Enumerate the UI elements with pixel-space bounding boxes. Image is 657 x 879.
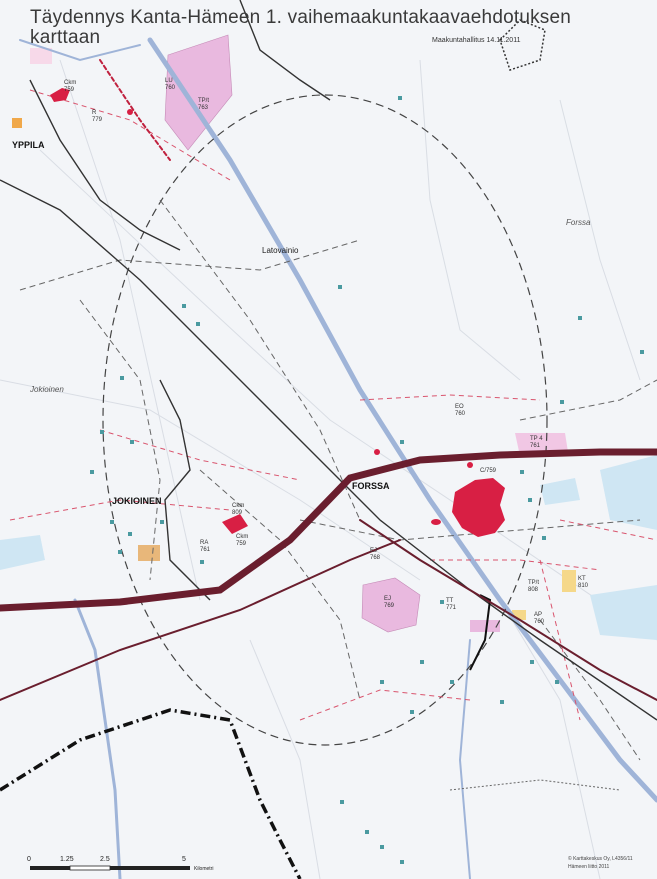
dashed-boundaries — [19, 199, 657, 761]
pink-area-north — [164, 34, 233, 151]
river-main — [147, 37, 657, 803]
highways — [0, 59, 657, 701]
boundary-diagonal — [0, 179, 657, 721]
municipal-border — [0, 708, 302, 879]
credit-line-1: © Karttakeskus Oy, L4356/11 — [568, 856, 633, 862]
credit-line-2: Hämeen liitto 2011 — [568, 864, 610, 870]
code-ej: EJ 768 — [370, 548, 381, 561]
red-dashed-routes — [9, 89, 657, 721]
urban-ypaja — [50, 88, 70, 102]
title-line-1: Täydennys Kanta-Hämeen 1. vaihemaakuntak… — [30, 7, 572, 28]
urban-dot-1 — [467, 462, 473, 468]
highway-secondary — [0, 539, 401, 701]
place-label-jokioinen: JOKIOINEN — [112, 496, 162, 506]
lake-west — [0, 535, 45, 570]
urban-dot-2 — [374, 449, 380, 455]
orange-area-jokioinen — [138, 545, 160, 561]
urban-areas — [50, 88, 505, 537]
code-ra: RA 761 — [200, 540, 211, 553]
urban-dot-4 — [431, 519, 441, 525]
code-ap: AP 760 — [534, 612, 545, 625]
code-ckm-mid: Ckm 809 — [232, 503, 245, 516]
scale-bar — [30, 865, 190, 871]
place-label-latovainio: Latovainio — [262, 246, 299, 255]
code-tp4: TP 4 761 — [530, 436, 543, 449]
urban-forssa — [452, 478, 505, 537]
pink-area-ej — [361, 577, 421, 633]
urban-dot-3 — [127, 109, 133, 115]
highway-main — [0, 448, 657, 612]
river-nw — [19, 39, 141, 62]
code-tpt-south: TP/t 808 — [528, 580, 540, 593]
code-r-north: R 779 — [92, 110, 103, 123]
lake-se — [590, 585, 657, 640]
yellow-area-kt — [562, 570, 576, 592]
site-markers — [90, 96, 644, 864]
urban-jokioinen — [222, 514, 248, 534]
code-ej-2: EJ 769 — [384, 596, 395, 609]
code-eo: EO 760 — [455, 404, 466, 417]
map-subtitle: Maakuntahallitus 14.11.2011 — [432, 37, 521, 44]
code-lu: LU 760 — [165, 78, 176, 91]
code-ckm-low: Ckm 759 — [236, 534, 249, 547]
lake-east — [600, 455, 657, 530]
river-jokioinen — [73, 598, 122, 879]
place-label-forssa-area: Forssa — [566, 218, 591, 227]
place-label-yppila: YPPILA — [12, 140, 45, 150]
scale-label-1: 1.25 — [60, 856, 74, 863]
highway-south-east — [359, 519, 657, 701]
minor-roads — [0, 59, 657, 879]
railway-nw — [99, 59, 171, 161]
yellow-area-ap — [512, 610, 526, 620]
rivers — [19, 37, 657, 879]
pink-areas — [12, 34, 576, 633]
code-tt: TT 771 — [446, 598, 457, 611]
scale-unit: Kilometri — [194, 866, 214, 872]
planning-circle — [102, 94, 548, 746]
scale-label-3: 5 — [182, 856, 186, 863]
code-kt: KT 810 — [578, 576, 589, 589]
boundaries — [0, 0, 657, 721]
boundary-jokioinen — [159, 379, 211, 601]
place-label-forssa: FORSSA — [352, 481, 390, 491]
title-line-2: karttaan — [30, 27, 101, 48]
scale-label-0: 0 — [27, 856, 31, 863]
water-bodies — [0, 455, 657, 640]
code-ckm-north: Ckm 759 — [64, 80, 77, 93]
code-c: C/759 — [480, 468, 497, 474]
place-label-jokioinen-area: Jokioinen — [30, 385, 64, 394]
pink-area-nw — [30, 48, 52, 64]
map-title: Täydennys Kanta-Hämeen 1. vaihemaakuntak… — [30, 8, 571, 48]
scale-label-2: 2.5 — [100, 856, 110, 863]
code-tpt-north: TP/t 763 — [198, 98, 210, 111]
orange-area-nw — [12, 118, 22, 128]
lake-small — [540, 478, 580, 505]
pink-area-small — [470, 620, 500, 632]
